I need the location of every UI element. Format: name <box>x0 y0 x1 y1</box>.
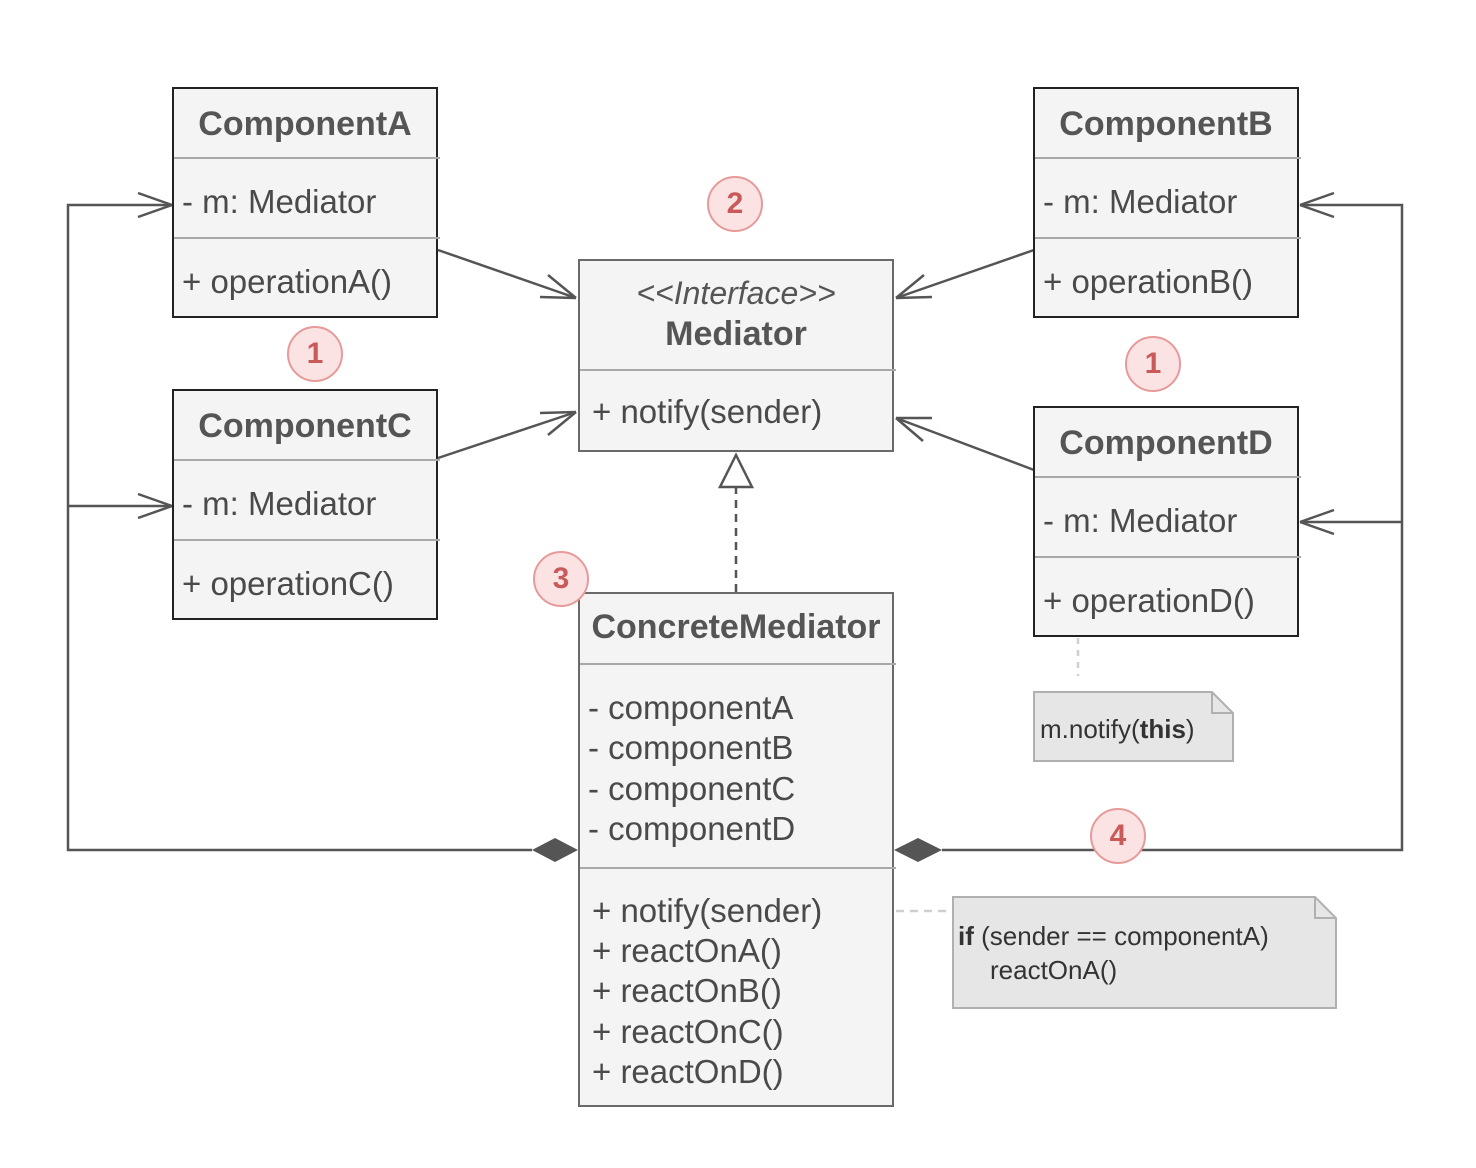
divider <box>1035 556 1301 558</box>
component-d-title: ComponentD <box>1059 424 1273 462</box>
mediator-title: Mediator <box>665 315 807 353</box>
divider <box>580 867 896 869</box>
divider <box>174 237 440 239</box>
component-c-class[interactable]: ComponentC - m: Mediator + operationC() <box>172 389 440 620</box>
component-d-attr: - m: Mediator <box>1043 502 1238 539</box>
divider <box>580 663 896 665</box>
divider <box>1035 157 1301 159</box>
mediator-op: + notify(sender) <box>592 393 823 430</box>
assoc-b-mediator <box>895 248 1035 300</box>
concrete-mediator-attr: - componentA <box>588 689 794 726</box>
note-if <box>952 896 1337 1009</box>
component-a-attr: - m: Mediator <box>182 183 377 220</box>
arrowhead-b-mediator <box>895 274 933 300</box>
divider <box>580 369 896 371</box>
component-a-class[interactable]: ComponentA - m: Mediator + operationA() <box>172 87 440 318</box>
step-marker: 2 <box>707 176 763 232</box>
arrowhead-d-mediator <box>895 416 932 442</box>
note-notify-suffix: ) <box>1185 714 1195 744</box>
step-marker: 3 <box>533 551 589 607</box>
composition-line-left <box>66 203 532 852</box>
note-if-body: reactOnA() <box>990 954 1118 985</box>
divider <box>174 157 440 159</box>
note-notify-prefix: m.notify( <box>1040 714 1140 744</box>
concrete-mediator-attr: - componentD <box>588 810 796 847</box>
note-notify-text: m.notify(this) <box>1040 713 1195 747</box>
concrete-mediator-op: + reactOnD() <box>592 1053 784 1090</box>
assoc-d-mediator <box>895 416 1035 472</box>
step-marker: 1 <box>287 326 343 382</box>
concrete-mediator-class[interactable]: ConcreteMediator - componentA - componen… <box>578 592 896 1107</box>
component-c-op: + operationC() <box>182 565 394 602</box>
note-if-line1: if (sender == componentA) <box>958 920 1269 954</box>
component-a-op: + operationA() <box>182 263 393 300</box>
arrowhead-c <box>137 492 173 520</box>
concrete-mediator-op: + reactOnB() <box>592 972 782 1009</box>
concrete-mediator-attr: - componentC <box>588 770 796 807</box>
note-if-keyword: if <box>958 921 974 951</box>
composition-line-right <box>942 203 1404 852</box>
component-b-title: ComponentB <box>1059 105 1273 143</box>
divider <box>1035 237 1301 239</box>
assoc-c-mediator <box>437 410 577 460</box>
concrete-mediator-op: + reactOnA() <box>592 932 782 969</box>
component-d-op: + operationD() <box>1043 582 1255 619</box>
mediator-interface[interactable]: <<Interface>> Mediator + notify(sender) <box>578 259 896 452</box>
composition-diamond-right <box>894 838 942 862</box>
divider <box>1035 476 1301 478</box>
note-if-condition: (sender == componentA) <box>973 921 1269 951</box>
mediator-stereotype: <<Interface>> <box>636 275 836 311</box>
arrowhead-d <box>1299 508 1335 536</box>
component-c-title: ComponentC <box>198 407 412 445</box>
component-a-title: ComponentA <box>198 105 412 143</box>
concrete-mediator-attr: - componentB <box>588 729 794 766</box>
composition-diamond-left <box>532 838 578 862</box>
component-b-class[interactable]: ComponentB - m: Mediator + operationB() <box>1033 87 1301 318</box>
note-if-text: if (sender == componentA) reactOnA() <box>958 920 1269 988</box>
concrete-mediator-op: + notify(sender) <box>592 892 823 929</box>
step-marker: 4 <box>1090 808 1146 864</box>
component-b-op: + operationB() <box>1043 263 1254 300</box>
component-b-attr: - m: Mediator <box>1043 183 1238 220</box>
note-notify-keyword: this <box>1139 714 1186 744</box>
concrete-mediator-op: + reactOnC() <box>592 1013 784 1050</box>
concrete-mediator-title: ConcreteMediator <box>591 608 881 646</box>
component-d-class[interactable]: ComponentD - m: Mediator + operationD() <box>1033 406 1301 637</box>
arrowhead-b <box>1299 191 1335 219</box>
arrowhead-a-mediator <box>539 274 577 300</box>
arrowhead-a <box>137 191 173 219</box>
divider <box>174 459 440 461</box>
note-notify <box>1033 691 1234 762</box>
arrowhead-c-mediator <box>539 410 577 436</box>
realization-triangle <box>717 452 755 489</box>
divider <box>174 539 440 541</box>
step-marker: 1 <box>1125 336 1181 392</box>
assoc-a-mediator <box>437 248 577 300</box>
component-c-attr: - m: Mediator <box>182 485 377 522</box>
